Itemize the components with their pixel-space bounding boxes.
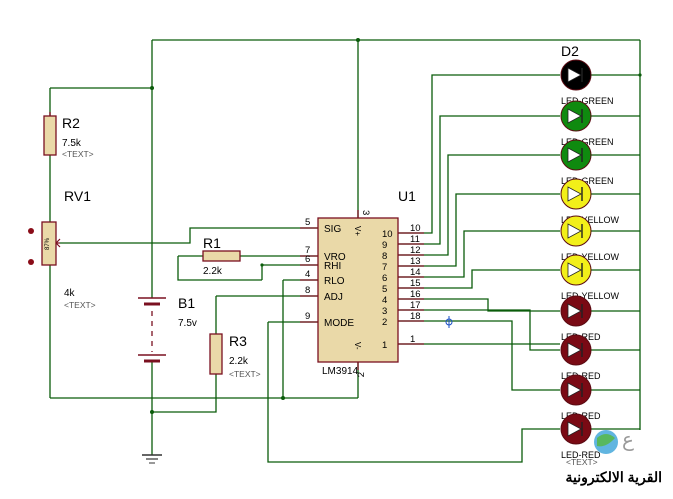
led-diode-icon	[567, 108, 582, 124]
pin-inner-number: 3	[382, 306, 387, 317]
u1-part: LM3914	[322, 366, 359, 377]
led-diode[interactable]: LED-GREEN	[560, 59, 614, 106]
rv1-potentiometer[interactable]: 87% RV1 4k <TEXT>	[28, 188, 96, 310]
r2-text: <TEXT>	[62, 149, 94, 159]
pin-outer-number: 10	[410, 223, 421, 234]
u1-top-pin-number: 3	[360, 210, 371, 215]
led-diode-icon	[567, 382, 582, 398]
pin-outer-number: 17	[410, 300, 421, 311]
pin-number: 8	[305, 285, 310, 296]
rv1-value: 4k	[64, 288, 76, 299]
pin-inner-number: 8	[382, 251, 387, 262]
led-label: LED-GREEN	[561, 176, 614, 186]
r2-ref: R2	[62, 115, 80, 131]
svg-text:ع: ع	[622, 427, 634, 451]
led-diode[interactable]: LED-RED	[560, 374, 601, 421]
led-diode-icon	[567, 147, 582, 163]
r1-resistor[interactable]: R1 2.2k	[202, 235, 241, 277]
pin-name: RLO	[324, 276, 345, 287]
led-diode-icon	[567, 223, 582, 239]
led-diode-icon	[567, 186, 582, 202]
led-diode-icon	[567, 342, 582, 358]
pin-outer-number: 14	[410, 267, 421, 278]
pin-number: 5	[305, 217, 310, 228]
pin-name: RHI	[324, 261, 341, 272]
led-label: LED-GREEN	[561, 137, 614, 147]
pin-inner-number: 1	[382, 340, 387, 351]
b1-battery[interactable]: B1 7.5v	[138, 295, 197, 363]
led-diode[interactable]: LED-GREEN	[560, 139, 614, 186]
led-diode[interactable]: LED-RED	[560, 295, 601, 342]
pin-inner-number: 5	[382, 284, 387, 295]
led-label: LED-RED	[561, 450, 601, 460]
led-diode-icon	[567, 262, 582, 278]
pin-inner-number: 9	[382, 240, 387, 251]
r3-text: <TEXT>	[229, 369, 261, 379]
rv1-text: <TEXT>	[64, 300, 96, 310]
pin-number: 4	[305, 269, 310, 280]
pin-inner-number: 6	[382, 273, 387, 284]
r1-ref: R1	[203, 235, 221, 251]
led-diode[interactable]: LED-YELLOW	[560, 178, 620, 225]
pin-outer-number: 13	[410, 256, 421, 267]
pin-outer-number: 11	[410, 234, 420, 245]
u1-ref: U1	[398, 188, 416, 204]
pin-name: VRO	[324, 252, 346, 263]
pin-name: SIG	[324, 224, 341, 235]
u1-bottom-pin-number: 2	[356, 372, 367, 377]
probe-marker	[445, 316, 453, 328]
pin-name: MODE	[324, 318, 354, 329]
b1-value: 7.5v	[178, 318, 197, 329]
r1-value: 2.2k	[203, 266, 223, 277]
led-diode-icon	[567, 421, 582, 437]
r3-ref: R3	[229, 333, 247, 349]
rv1-wiper-label: 87%	[45, 237, 51, 250]
led-label: LED-YELLOW	[561, 291, 620, 301]
watermark-text: القرية الالكترونية	[566, 469, 662, 486]
d2-ref: D2	[561, 43, 579, 59]
pin-outer-number: 18	[410, 311, 421, 322]
r3-resistor[interactable]: R3 2.2k <TEXT>	[209, 333, 261, 379]
pin-outer-number: 1	[410, 334, 415, 345]
pin-inner-number: 4	[382, 295, 387, 306]
pin-number: 7	[305, 245, 310, 256]
b1-ref: B1	[178, 295, 195, 311]
rv1-ref: RV1	[64, 188, 91, 204]
led-diode[interactable]: LED-YELLOW	[560, 254, 620, 301]
pin-number: 6	[305, 254, 310, 265]
ground-symbol	[142, 454, 162, 464]
led-diode[interactable]: LED-GREEN	[560, 100, 614, 147]
led-diode[interactable]: LED-RED	[560, 413, 601, 460]
led-diode[interactable]: LED-YELLOW	[560, 215, 620, 262]
watermark-logo: ع	[594, 427, 634, 454]
pin-inner-number: 7	[382, 262, 387, 273]
pin-inner-number: 10	[382, 229, 393, 240]
pin-inner-number: 2	[382, 317, 387, 328]
led-label: LED-YELLOW	[561, 215, 620, 225]
pin-outer-number: 16	[410, 289, 421, 300]
led-bargraph: D2 LED-GREEN LED-GREEN LED-GREEN LED-YELLOW…	[560, 43, 620, 467]
led-label: LED-YELLOW	[561, 252, 620, 262]
led-last-text: <TEXT>	[566, 457, 598, 467]
r2-value: 7.5k	[62, 138, 82, 149]
pin-number: 9	[305, 311, 310, 322]
led-diode-icon	[567, 303, 582, 319]
r3-value: 2.2k	[229, 356, 249, 367]
led-diode-icon	[567, 67, 582, 83]
pin-outer-number: 12	[410, 245, 421, 256]
led-label: LED-GREEN	[561, 96, 614, 106]
r2-resistor[interactable]: R2 7.5k <TEXT>	[43, 112, 94, 159]
u1-ic[interactable]: U1 LM3914 3 2 V+ V- 5SIG7VRO6RHI4RLO8ADJ…	[300, 188, 424, 377]
pin-outer-number: 15	[410, 278, 421, 289]
wires	[49, 38, 642, 463]
u1-vminus-label: V-	[353, 342, 362, 350]
pin-name: ADJ	[324, 292, 343, 303]
u1-vplus-label: V+	[353, 226, 362, 236]
